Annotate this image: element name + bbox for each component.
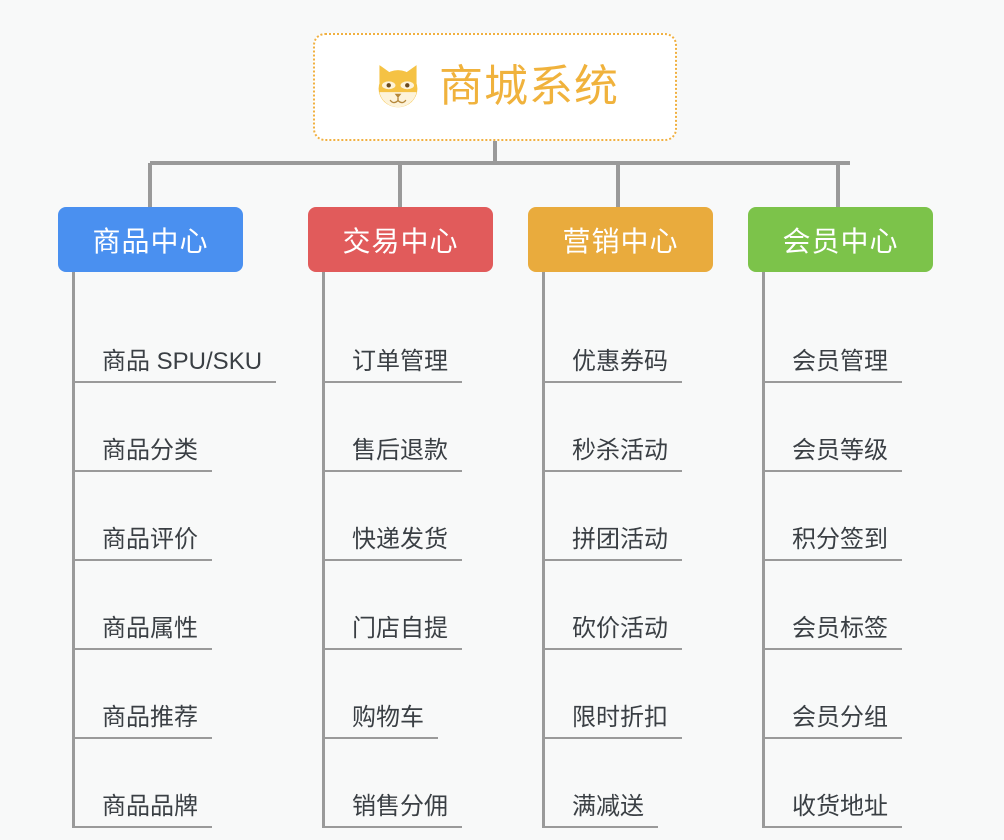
- leaf-underline: 积分签到: [762, 525, 902, 561]
- leaf-item[interactable]: 秒杀活动: [528, 383, 748, 472]
- leaf-underline: 会员分组: [762, 703, 902, 739]
- leaf-item[interactable]: 售后退款: [308, 383, 528, 472]
- leaf-item[interactable]: 商品品牌: [58, 739, 278, 828]
- leaf-item[interactable]: 会员管理: [748, 294, 968, 383]
- leaf-item[interactable]: 门店自提: [308, 561, 528, 650]
- leaf-label: 订单管理: [352, 347, 448, 375]
- category-box-1[interactable]: 交易中心: [308, 207, 493, 272]
- leaf-item[interactable]: 商品属性: [58, 561, 278, 650]
- leaf-underline: 订单管理: [322, 347, 462, 383]
- leaf-underline: 会员管理: [762, 347, 902, 383]
- branch-column-2: 营销中心优惠券码秒杀活动拼团活动砍价活动限时折扣满减送: [528, 207, 748, 828]
- leaf-label: 优惠券码: [572, 347, 668, 375]
- leaf-label: 会员标签: [792, 614, 888, 642]
- leaf-item[interactable]: 购物车: [308, 650, 528, 739]
- leaf-underline: 销售分佣: [322, 792, 462, 828]
- leaf-label: 砍价活动: [572, 614, 668, 642]
- leaf-label: 会员分组: [792, 703, 888, 731]
- leaf-underline: 商品分类: [72, 436, 212, 472]
- category-label: 交易中心: [342, 225, 459, 257]
- leaf-underline: 购物车: [322, 703, 438, 739]
- leaf-label: 快递发货: [352, 525, 448, 553]
- shiba-dog-face-icon: [371, 60, 425, 114]
- leaf-label: 商品品牌: [102, 792, 198, 820]
- leaf-list-0: 商品 SPU/SKU 商品分类商品评价商品属性商品推荐商品品牌: [58, 272, 278, 828]
- leaf-underline: 拼团活动: [542, 525, 682, 561]
- leaf-list-3: 会员管理会员等级积分签到会员标签会员分组收货地址: [748, 272, 968, 828]
- leaf-item[interactable]: 砍价活动: [528, 561, 748, 650]
- leaf-list-2: 优惠券码秒杀活动拼团活动砍价活动限时折扣满减送: [528, 272, 748, 828]
- leaf-item[interactable]: 商品推荐: [58, 650, 278, 739]
- leaf-item[interactable]: 积分签到: [748, 472, 968, 561]
- leaf-item[interactable]: 限时折扣: [528, 650, 748, 739]
- category-box-3[interactable]: 会员中心: [748, 207, 933, 272]
- leaf-label: 会员等级: [792, 436, 888, 464]
- leaf-item[interactable]: 商品 SPU/SKU: [58, 294, 278, 383]
- leaf-underline: 商品评价: [72, 525, 212, 561]
- leaf-label: 销售分佣: [352, 792, 448, 820]
- leaf-label: 商品评价: [102, 525, 198, 553]
- leaf-label: 商品分类: [102, 436, 198, 464]
- leaf-item[interactable]: 快递发货: [308, 472, 528, 561]
- leaf-label: 拼团活动: [572, 525, 668, 553]
- leaf-item[interactable]: 收货地址: [748, 739, 968, 828]
- leaf-item[interactable]: 满减送: [528, 739, 748, 828]
- leaf-label: 门店自提: [352, 614, 448, 642]
- leaf-item[interactable]: 拼团活动: [528, 472, 748, 561]
- leaf-underline: 门店自提: [322, 614, 462, 650]
- leaf-label: 秒杀活动: [572, 436, 668, 464]
- leaf-underline: 快递发货: [322, 525, 462, 561]
- leaf-label: 商品推荐: [102, 703, 198, 731]
- leaf-label: 限时折扣: [572, 703, 668, 731]
- leaf-label: 商品属性: [102, 614, 198, 642]
- leaf-label: 积分签到: [792, 525, 888, 553]
- leaf-list-1: 订单管理售后退款快递发货门店自提购物车销售分佣: [308, 272, 528, 828]
- leaf-underline: 商品推荐: [72, 703, 212, 739]
- branch-column-1: 交易中心订单管理售后退款快递发货门店自提购物车销售分佣: [308, 207, 528, 828]
- leaf-item[interactable]: 会员分组: [748, 650, 968, 739]
- category-box-2[interactable]: 营销中心: [528, 207, 713, 272]
- branch-trunk-line: [72, 272, 75, 827]
- leaf-label: 购物车: [352, 703, 424, 731]
- leaf-item[interactable]: 销售分佣: [308, 739, 528, 828]
- category-label: 营销中心: [562, 225, 679, 257]
- leaf-label: 会员管理: [792, 347, 888, 375]
- category-label: 商品中心: [92, 225, 209, 257]
- leaf-item[interactable]: 订单管理: [308, 294, 528, 383]
- branch-trunk-line: [542, 272, 545, 827]
- leaf-underline: 会员标签: [762, 614, 902, 650]
- branch-trunk-line: [322, 272, 325, 827]
- root-title: 商城系统: [439, 62, 619, 111]
- leaf-underline: 满减送: [542, 792, 658, 828]
- leaf-underline: 砍价活动: [542, 614, 682, 650]
- leaf-underline: 会员等级: [762, 436, 902, 472]
- leaf-item[interactable]: 商品评价: [58, 472, 278, 561]
- branch-column-3: 会员中心会员管理会员等级积分签到会员标签会员分组收货地址: [748, 207, 968, 828]
- leaf-item[interactable]: 会员标签: [748, 561, 968, 650]
- category-label: 会员中心: [782, 225, 899, 257]
- leaf-underline: 限时折扣: [542, 703, 682, 739]
- leaf-underline: 商品品牌: [72, 792, 212, 828]
- leaf-label: 满减送: [572, 792, 644, 820]
- leaf-label: 售后退款: [352, 436, 448, 464]
- leaf-item[interactable]: 优惠券码: [528, 294, 748, 383]
- leaf-underline: 商品 SPU/SKU: [72, 347, 277, 383]
- leaf-underline: 售后退款: [322, 436, 462, 472]
- leaf-underline: 商品属性: [72, 614, 212, 650]
- leaf-underline: 秒杀活动: [542, 436, 682, 472]
- leaf-item[interactable]: 会员等级: [748, 383, 968, 472]
- branch-column-0: 商品中心商品 SPU/SKU 商品分类商品评价商品属性商品推荐商品品牌: [58, 207, 278, 828]
- root-node[interactable]: 商城系统: [313, 33, 677, 141]
- leaf-item[interactable]: 商品分类: [58, 383, 278, 472]
- branch-trunk-line: [762, 272, 765, 827]
- leaf-label: 商品 SPU/SKU: [102, 347, 263, 375]
- leaf-underline: 优惠券码: [542, 347, 682, 383]
- leaf-label: 收货地址: [792, 792, 888, 820]
- leaf-underline: 收货地址: [762, 792, 902, 828]
- category-box-0[interactable]: 商品中心: [58, 207, 243, 272]
